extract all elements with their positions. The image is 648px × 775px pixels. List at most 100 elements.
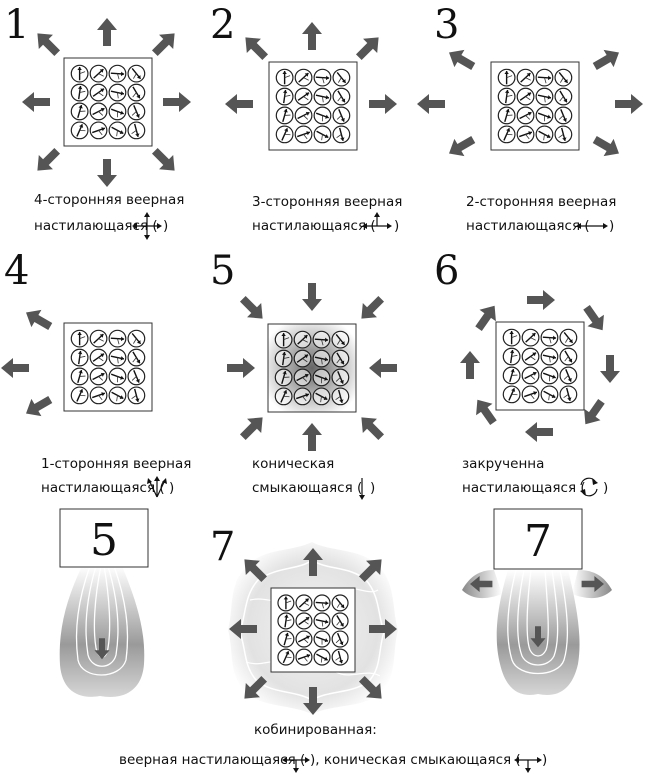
- sprinkler-grid-cell-icon: [559, 366, 578, 385]
- sprinkler-grid-cell-icon: [332, 68, 351, 87]
- sprinkler-grid-cell-icon: [108, 367, 127, 386]
- combined-plume-panel: 7: [462, 508, 612, 695]
- sprinkler-grid-cell-icon: [313, 630, 331, 648]
- panel-number: 4: [4, 248, 29, 294]
- cross-arrows-icon: [132, 212, 162, 240]
- sprinkler-grid-cell-icon: [535, 68, 554, 87]
- swirl-arrow-6: [476, 399, 497, 425]
- t-arrows-icon: [514, 757, 542, 773]
- arrow-up-right: [358, 559, 382, 583]
- arrow-down-right: [592, 136, 619, 157]
- plume-shape: [59, 566, 145, 697]
- block-arrow-icon: [245, 37, 269, 61]
- caption-line-1: 1-сторонняя веерная: [41, 456, 191, 472]
- arrow-down-left: [26, 396, 53, 417]
- panel-2: 2 3-сторонняя веерная настилающаяся ( ): [210, 2, 402, 234]
- sprinkler-grid-cell-icon: [331, 612, 349, 630]
- block-arrow-icon: [97, 159, 117, 187]
- sprinkler-grid-cell-icon: [331, 387, 350, 406]
- panel-number: 2: [210, 2, 235, 48]
- arrow-left: [1, 358, 29, 378]
- sprinkler-grid-cell-icon: [294, 68, 313, 87]
- block-arrow-icon: [592, 136, 619, 157]
- block-arrow-icon: [475, 305, 496, 331]
- t-arrows-icon: [362, 212, 392, 229]
- sprinkler-grid-cell-icon: [554, 125, 573, 144]
- sprinkler-grid-cell-icon: [89, 348, 108, 367]
- sprinkler-grid-cell-icon: [108, 386, 127, 405]
- arrow-in-left: [227, 358, 255, 378]
- block-arrow-icon: [303, 687, 323, 715]
- sprinkler-grid-cell-icon: [70, 102, 89, 121]
- sprinkler-grid-cell-icon: [274, 368, 293, 387]
- sprinkler-grid-cell-icon: [127, 348, 146, 367]
- sprinkler-grid-cell-icon: [127, 386, 146, 405]
- sprinkler-grid-cell-icon: [516, 68, 535, 87]
- arrow-down: [97, 159, 117, 187]
- fan-arrows-icon: [147, 476, 167, 498]
- sprinkler-grid-cell-icon: [497, 68, 516, 87]
- sprinkler-grid-cell-icon: [540, 347, 559, 366]
- arrow-up-left: [245, 37, 269, 61]
- sprinkler-grid-cell-icon: [521, 385, 540, 404]
- arrow-down-left: [37, 147, 61, 171]
- arrow-up-left: [244, 559, 268, 583]
- sprinkler-grid-cell-icon: [554, 106, 573, 125]
- arrow-up-right: [592, 49, 619, 70]
- combined-panel: 7 кобинированная: веерная настилающаяся …: [119, 524, 547, 773]
- sprinkler-grid-cell-icon: [313, 594, 331, 612]
- caption-end: ): [609, 218, 614, 234]
- swirl-arrow-5: [525, 422, 553, 442]
- caption-line-1: закрученна: [462, 456, 544, 472]
- block-arrow-icon: [229, 619, 257, 639]
- block-arrow-icon: [358, 675, 382, 699]
- sprinkler-grid-cell-icon: [497, 87, 516, 106]
- sprinkler-grid-cell-icon: [277, 612, 295, 630]
- caption-line-1: коническая: [252, 456, 334, 472]
- sprinkler-grid-cell-icon: [502, 366, 521, 385]
- sprinkler-grid-cell-icon: [312, 349, 331, 368]
- arrow-in-bottom: [302, 423, 322, 451]
- double-arrow-icon: [576, 223, 608, 229]
- sprinkler-grid-cell-icon: [559, 385, 578, 404]
- panel-6: 6 закрученна настилающаяся ( ): [434, 248, 620, 497]
- block-arrow-icon: [37, 147, 61, 171]
- block-arrow-icon: [37, 33, 61, 57]
- arrow-in-top-right: [361, 295, 385, 319]
- sprinkler-grid: [63, 322, 153, 412]
- sprinkler-grid-cell-icon: [535, 87, 554, 106]
- block-arrow-icon: [303, 548, 323, 576]
- sprinkler-grid-cell-icon: [294, 106, 313, 125]
- arrow-in-bottom-right: [361, 417, 385, 441]
- sprinkler-grid-cell-icon: [516, 106, 535, 125]
- block-arrow-icon: [358, 559, 382, 583]
- panel-number: 7: [210, 524, 235, 570]
- sprinkler-grid-cell-icon: [312, 368, 331, 387]
- caption-end: ): [370, 480, 375, 496]
- box-label: 5: [90, 515, 118, 566]
- arrow-right: [369, 619, 397, 639]
- arrow-down: [303, 687, 323, 715]
- block-arrow-icon: [22, 92, 50, 112]
- sprinkler-grid-cell-icon: [313, 68, 332, 87]
- block-arrow-icon: [97, 18, 117, 46]
- block-arrow-icon: [369, 358, 397, 378]
- arrow-up: [97, 18, 117, 46]
- sprinkler-grid-cell-icon: [554, 68, 573, 87]
- sprinkler-grid-cell-icon: [274, 349, 293, 368]
- label-box: [493, 508, 583, 570]
- combined-text-b: ), коническая смыкающаяся (: [310, 752, 521, 768]
- sprinkler-grid-cell-icon: [331, 368, 350, 387]
- sprinkler-grid: [268, 61, 358, 151]
- sprinkler-grid-cell-icon: [502, 347, 521, 366]
- block-arrow-icon: [449, 49, 476, 70]
- sprinkler-grid-cell-icon: [313, 87, 332, 106]
- block-arrow-icon: [225, 94, 253, 114]
- conical-plume-panel: 5: [59, 508, 149, 697]
- arrow-in-right: [369, 358, 397, 378]
- sprinkler-grid-cell-icon: [277, 648, 295, 666]
- sprinkler-grid-cell-icon: [108, 102, 127, 121]
- sprinkler-grid-cell-icon: [332, 125, 351, 144]
- sprinkler-grid-cell-icon: [127, 64, 146, 83]
